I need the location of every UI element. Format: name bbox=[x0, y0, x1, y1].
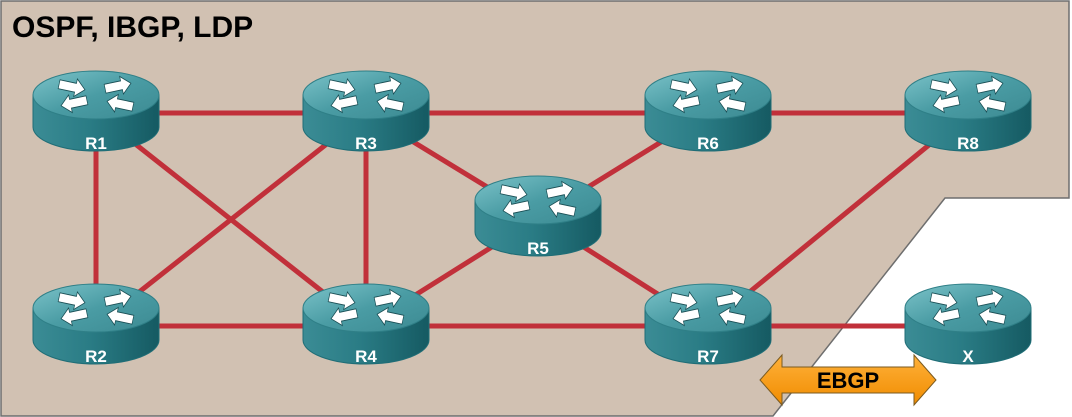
router-r6[interactable]: R6 bbox=[644, 70, 772, 153]
router-top bbox=[32, 283, 160, 333]
router-arrows-icon bbox=[929, 288, 1007, 327]
router-arrows-icon bbox=[327, 75, 405, 114]
router-arrows-icon bbox=[327, 288, 405, 327]
router-label: X bbox=[962, 347, 974, 366]
router-label: R6 bbox=[697, 134, 719, 153]
router-top bbox=[904, 70, 1032, 120]
router-label: R1 bbox=[85, 134, 107, 153]
router-r1[interactable]: R1 bbox=[32, 70, 160, 153]
router-top bbox=[644, 283, 772, 333]
router-arrows-icon bbox=[669, 288, 747, 327]
router-arrows-icon bbox=[57, 288, 135, 327]
router-arrows-icon bbox=[499, 180, 577, 219]
router-top bbox=[904, 283, 1032, 333]
router-r3[interactable]: R3 bbox=[302, 70, 430, 153]
router-label: R3 bbox=[355, 134, 377, 153]
router-top bbox=[302, 283, 430, 333]
router-top bbox=[32, 70, 160, 120]
router-r2[interactable]: R2 bbox=[32, 283, 160, 366]
router-arrows-icon bbox=[669, 75, 747, 114]
router-label: R5 bbox=[527, 239, 549, 258]
router-label: R8 bbox=[957, 134, 979, 153]
diagram-title: OSPF, IBGP, LDP bbox=[12, 11, 253, 44]
link-r2-r3 bbox=[94, 111, 368, 328]
ebgp-label: EBGP bbox=[817, 368, 879, 393]
router-arrows-icon bbox=[57, 75, 135, 114]
ebgp-double-arrow bbox=[759, 353, 937, 407]
router-r5[interactable]: R5 bbox=[474, 175, 602, 258]
router-label: R2 bbox=[85, 347, 107, 366]
router-label: R4 bbox=[355, 347, 377, 366]
router-label: R7 bbox=[697, 347, 719, 366]
router-arrows-icon bbox=[929, 75, 1007, 114]
router-top bbox=[302, 70, 430, 120]
router-r7[interactable]: R7 bbox=[644, 283, 772, 366]
router-top bbox=[644, 70, 772, 120]
ebgp-connection: EBGP bbox=[759, 353, 937, 407]
router-r8[interactable]: R8 bbox=[904, 70, 1032, 153]
router-r4[interactable]: R4 bbox=[302, 283, 430, 366]
router-x[interactable]: X bbox=[904, 283, 1032, 366]
router-top bbox=[474, 175, 602, 225]
